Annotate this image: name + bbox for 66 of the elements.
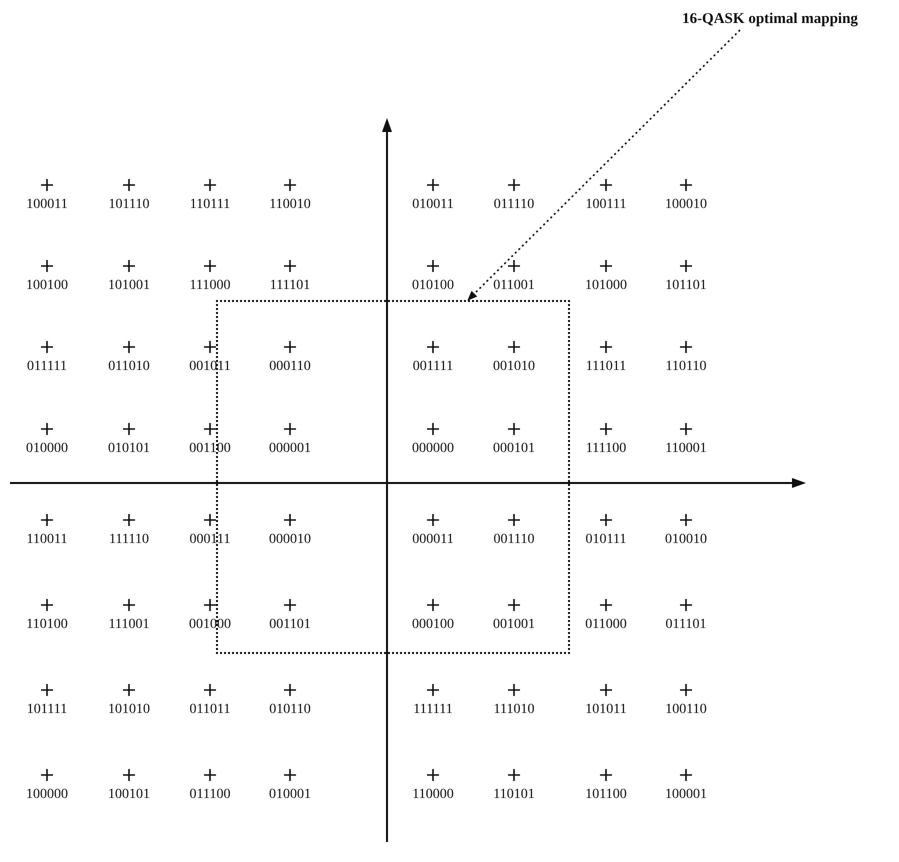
bit-label: 011111 bbox=[27, 359, 67, 375]
bit-label: 110101 bbox=[493, 787, 535, 803]
bit-label: 001100 bbox=[189, 441, 231, 457]
bit-label: 100110 bbox=[665, 702, 707, 718]
bit-label: 001110 bbox=[494, 532, 534, 548]
bit-label: 001000 bbox=[189, 617, 231, 633]
bit-label: 000111 bbox=[190, 532, 230, 548]
bit-label: 101010 bbox=[108, 702, 150, 718]
bit-label: 010010 bbox=[665, 532, 707, 548]
bit-label: 111010 bbox=[494, 702, 534, 718]
bit-label: 101111 bbox=[26, 702, 68, 718]
bit-label: 101011 bbox=[585, 702, 627, 718]
bit-label: 111000 bbox=[190, 278, 230, 294]
bit-label: 000011 bbox=[412, 532, 454, 548]
bit-label: 110110 bbox=[666, 359, 706, 375]
bit-label: 011100 bbox=[190, 787, 230, 803]
bit-label: 101101 bbox=[665, 278, 707, 294]
bit-label: 100100 bbox=[26, 278, 68, 294]
bit-label: 011011 bbox=[190, 702, 230, 718]
leader-arrow bbox=[467, 29, 741, 301]
bit-label: 011110 bbox=[494, 197, 534, 213]
bit-label: 000101 bbox=[493, 441, 535, 457]
bit-label: 011001 bbox=[493, 278, 535, 294]
bit-label: 001011 bbox=[189, 359, 231, 375]
bit-label: 100101 bbox=[108, 787, 150, 803]
bit-label: 100001 bbox=[665, 787, 707, 803]
bit-label: 000000 bbox=[412, 441, 454, 457]
bit-label: 111111 bbox=[413, 702, 453, 718]
bit-label: 001010 bbox=[493, 359, 535, 375]
bit-label: 000100 bbox=[412, 617, 454, 633]
bit-label: 110010 bbox=[269, 197, 311, 213]
bit-label: 011010 bbox=[108, 359, 150, 375]
bit-label: 010000 bbox=[26, 441, 68, 457]
bit-label: 101100 bbox=[585, 787, 627, 803]
bit-label: 001111 bbox=[412, 359, 454, 375]
bit-label: 000010 bbox=[269, 532, 311, 548]
bit-label: 001001 bbox=[493, 617, 535, 633]
bit-label: 111001 bbox=[108, 617, 150, 633]
bit-label: 110100 bbox=[26, 617, 68, 633]
bit-label: 111011 bbox=[586, 359, 626, 375]
bit-label: 010111 bbox=[586, 532, 626, 548]
bit-label: 100011 bbox=[26, 197, 68, 213]
bit-label: 111110 bbox=[109, 532, 149, 548]
bit-label: 001101 bbox=[269, 617, 311, 633]
bit-label: 101001 bbox=[108, 278, 150, 294]
mapping-label: 16-QASK optimal mapping bbox=[680, 8, 860, 30]
bit-label: 110000 bbox=[412, 787, 454, 803]
bit-label: 011101 bbox=[666, 617, 706, 633]
bit-label: 111100 bbox=[586, 441, 626, 457]
bit-label: 010101 bbox=[108, 441, 150, 457]
bit-label: 101110 bbox=[108, 197, 150, 213]
bit-label: 110011 bbox=[26, 532, 68, 548]
bit-label: 100000 bbox=[26, 787, 68, 803]
bit-label: 000001 bbox=[269, 441, 311, 457]
bit-label: 110111 bbox=[190, 197, 230, 213]
bit-label: 011000 bbox=[585, 617, 627, 633]
bit-label: 111101 bbox=[270, 278, 310, 294]
bit-label: 010001 bbox=[269, 787, 311, 803]
bit-label: 010110 bbox=[269, 702, 311, 718]
bit-label: 101000 bbox=[585, 278, 627, 294]
bit-label: 010100 bbox=[412, 278, 454, 294]
bit-label: 000110 bbox=[269, 359, 311, 375]
bit-label: 110001 bbox=[665, 441, 707, 457]
bit-label: 010011 bbox=[412, 197, 454, 213]
bit-label: 100010 bbox=[665, 197, 707, 213]
bit-label: 100111 bbox=[586, 197, 626, 213]
